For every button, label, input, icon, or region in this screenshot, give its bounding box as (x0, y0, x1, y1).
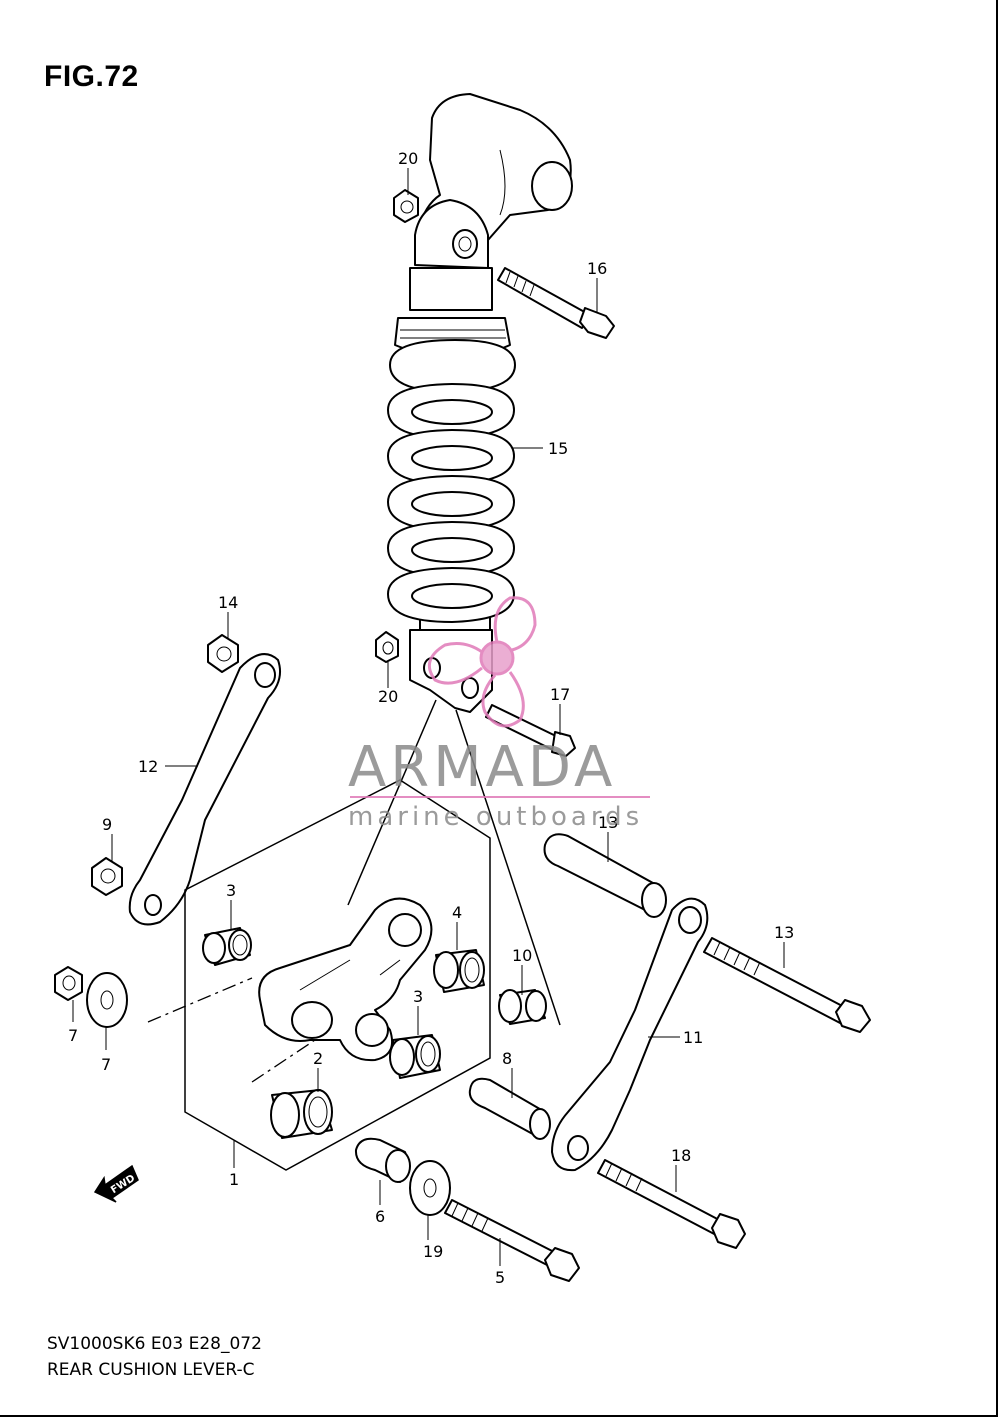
washer-7-left (86, 972, 128, 1028)
callout-13-right: 11 (683, 1028, 703, 1047)
nut-11 (91, 857, 123, 896)
callout-14: 13 (774, 923, 794, 942)
cushion-lever (258, 897, 433, 1062)
callout-7-lower: 19 (423, 1242, 443, 1261)
nut-8 (54, 966, 83, 1001)
forward-arrow-icon: FWD (93, 1164, 139, 1203)
assembly-line-b (455, 709, 561, 1026)
figure-name: REAR CUSHION LEVER-C (47, 1360, 255, 1380)
callout-20-top: 20 (398, 149, 418, 168)
callout-5: 5 (495, 1268, 505, 1287)
cushion-rod-13-right (551, 897, 709, 1172)
callout-18: 16 (587, 259, 607, 278)
bearing-3-lower (389, 1034, 441, 1079)
callout-12: 10 (512, 946, 532, 965)
bearing-4 (433, 949, 485, 993)
callout-20-lower: 20 (378, 687, 398, 706)
bearing-2 (270, 1089, 333, 1139)
spacer-6 (354, 1137, 411, 1183)
callout-10: 8 (502, 1049, 512, 1068)
propeller-logo-icon (427, 596, 537, 728)
callout-7-left: 7 (101, 1055, 111, 1074)
bolt-14 (703, 937, 871, 1033)
bolt-5 (444, 1199, 580, 1282)
rear-shock-absorber (387, 93, 573, 713)
callout-6: 6 (375, 1207, 385, 1226)
nut-20-lower (375, 631, 399, 663)
callout-1: 1 (229, 1170, 239, 1189)
bolt-9 (597, 1159, 746, 1249)
callout-3-lower: 3 (413, 987, 423, 1006)
callout-13-left: 12 (138, 757, 158, 776)
callout-11: 9 (102, 815, 112, 834)
callout-15: 13 (598, 813, 618, 832)
center-line-a (147, 977, 253, 1023)
washer-7-lower (409, 1160, 451, 1216)
nut-16 (207, 634, 239, 673)
bolt-19 (485, 704, 576, 757)
spacer-15 (543, 833, 667, 918)
spacer-10 (468, 1077, 551, 1140)
callout-19: 17 (550, 685, 570, 704)
lever-assembly-outline (184, 779, 491, 1171)
bearing-3-upper (202, 927, 252, 966)
watermark-brand: ARMADA (348, 735, 616, 800)
model-code: SV1000SK6 E03 E28_072 (47, 1334, 262, 1354)
cushion-rod-13-left (128, 653, 281, 926)
spacer-12 (498, 989, 547, 1025)
callout-8: 7 (68, 1026, 78, 1045)
callout-3-upper: 3 (226, 881, 236, 900)
coil-spring (387, 339, 516, 623)
callout-9: 18 (671, 1146, 691, 1165)
center-line-b (251, 1029, 331, 1083)
watermark-tagline: marine outboards (348, 802, 643, 832)
callout-17: 15 (548, 439, 568, 458)
callout-16: 14 (218, 593, 238, 612)
bolt-18 (497, 267, 615, 339)
figure-title: FIG.72 (44, 60, 139, 93)
callout-labels: 20 16 15 14 20 17 12 9 13 3 4 13 10 3 11… (68, 149, 794, 1287)
nut-20-top (393, 189, 419, 223)
callout-leaders (72, 168, 785, 1266)
armada-watermark: ARMADA marine outboards (348, 596, 650, 832)
callout-2: 2 (313, 1049, 323, 1068)
callout-4: 4 (452, 903, 462, 922)
assembly-line-a (347, 699, 437, 906)
